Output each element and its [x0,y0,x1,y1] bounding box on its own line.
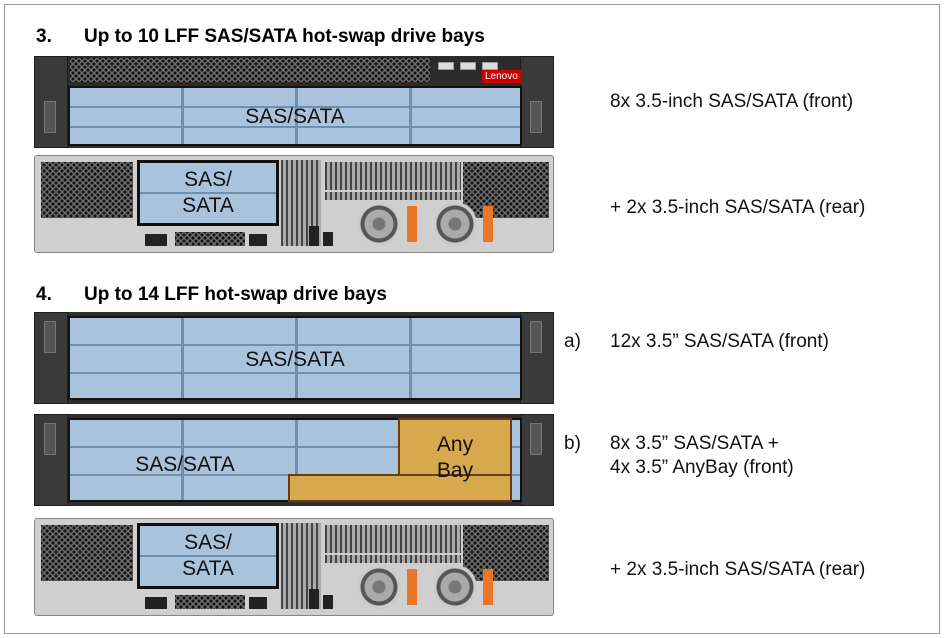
desc-4-rear: + 2x 3.5-inch SAS/SATA (rear) [610,559,866,580]
desc-3-front: 8x 3.5-inch SAS/SATA (front) [610,91,854,112]
left-rack-ear [34,312,68,404]
left-rack-ear [34,56,68,148]
rear-drive-cage: SAS/ SATA [137,523,279,589]
front-io-panel [436,60,516,74]
section-3-heading: 3. Up to 10 LFF SAS/SATA hot-swap drive b… [36,26,485,48]
sas-sata-bays-front: SAS/SATA [68,86,522,146]
psu-handle-2 [483,206,493,242]
psu-fan-1 [357,565,401,609]
sas-sata-bays-front: SAS/SATA [68,316,522,400]
psu-fan-2 [433,565,477,609]
psu-handle-1 [407,206,417,242]
left-rack-ear [34,414,68,506]
server-3-rear: SAS/ SATA [34,155,554,253]
section-4-title: Up to 14 LFF hot-swap drive bays [84,284,387,305]
section-3-title: Up to 10 LFF SAS/SATA hot-swap drive bay… [84,26,485,47]
bay-label-sas-sata: SAS/SATA [135,453,235,476]
server-4-rear: SAS/ SATA [34,518,554,616]
desc-3-rear: + 2x 3.5-inch SAS/SATA (rear) [610,197,866,218]
right-rack-ear [520,56,554,148]
option-b-marker: b) [564,433,581,454]
psu-handle-1 [407,569,417,605]
psu-fan-1 [357,202,401,246]
desc-4a: a) 12x 3.5” SAS/SATA (front) [564,330,829,354]
server-4b-front: SAS/SATA Any Bay [34,414,554,506]
front-vent [70,58,430,82]
server-3-front: Lenovo SAS/SATA [34,56,554,148]
bay-label-sas-sata: SAS/SATA [245,348,345,371]
psu-fan-2 [433,202,477,246]
section-4-heading: 4. Up to 14 LFF hot-swap drive bays [36,284,387,306]
desc-4b: b) 8x 3.5” SAS/SATA + 4x 3.5” AnyBay (fro… [564,432,794,480]
anybay-bays-bottom [288,474,512,502]
right-rack-ear [520,414,554,506]
option-a-text: 12x 3.5” SAS/SATA (front) [610,331,829,352]
server-4a-front: SAS/SATA [34,312,554,404]
bay-label-sas-sata: SAS/SATA [245,105,345,128]
psu-handle-2 [483,569,493,605]
option-b-line-2: 4x 3.5” AnyBay (front) [610,457,794,478]
option-a-marker: a) [564,331,581,352]
figure-frame [4,4,940,634]
section-3-number: 3. [36,26,52,47]
rear-drive-cage: SAS/ SATA [137,160,279,226]
option-b-line-1: 8x 3.5” SAS/SATA + [610,433,779,454]
rear-cage-label: SAS/ SATA [182,531,234,580]
right-rack-ear [520,312,554,404]
lenovo-logo: Lenovo [482,70,521,83]
anybay-label: Any Bay [436,433,474,482]
rear-cage-label: SAS/ SATA [182,168,234,217]
section-4-number: 4. [36,284,52,305]
